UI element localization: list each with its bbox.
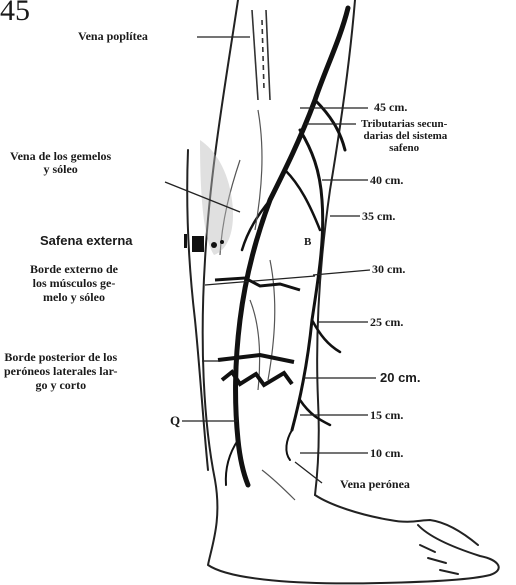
measurement-25: 25 cm. <box>370 316 403 329</box>
label-borde-externo: Borde externo de los músculos ge- melo y… <box>30 262 118 304</box>
borde-posterior-marker <box>218 355 294 385</box>
measurement-35: 35 cm. <box>362 210 395 223</box>
label-safena-externa: Safena externa <box>40 234 133 247</box>
measurement-10: 10 cm. <box>370 447 403 460</box>
measurement-20: 20 cm. <box>380 371 420 384</box>
popliteal-vessel <box>252 10 270 100</box>
borde-externo-marker <box>215 278 300 290</box>
label-vena-poplitea: Vena poplítea <box>78 30 148 43</box>
label-vena-peronea: Vena perónea <box>340 478 410 491</box>
label-b: B <box>304 236 311 249</box>
figure-number: 45 <box>0 0 30 26</box>
saphenous-vein-network <box>226 8 348 485</box>
measurement-45: 45 cm. <box>374 101 407 114</box>
label-borde-posterior: Borde posterior de los peróneos laterale… <box>4 350 118 392</box>
label-vena-gemelos: Vena de los gemelos y sóleo <box>10 150 111 176</box>
measurement-40: 40 cm. <box>370 174 403 187</box>
label-q: Q <box>170 414 180 427</box>
label-tributarias: Tributarias secun- darias del sistema sa… <box>361 118 447 154</box>
measurement-30: 30 cm. <box>372 263 405 276</box>
measurement-15: 15 cm. <box>370 409 403 422</box>
leg-outline <box>187 0 498 583</box>
